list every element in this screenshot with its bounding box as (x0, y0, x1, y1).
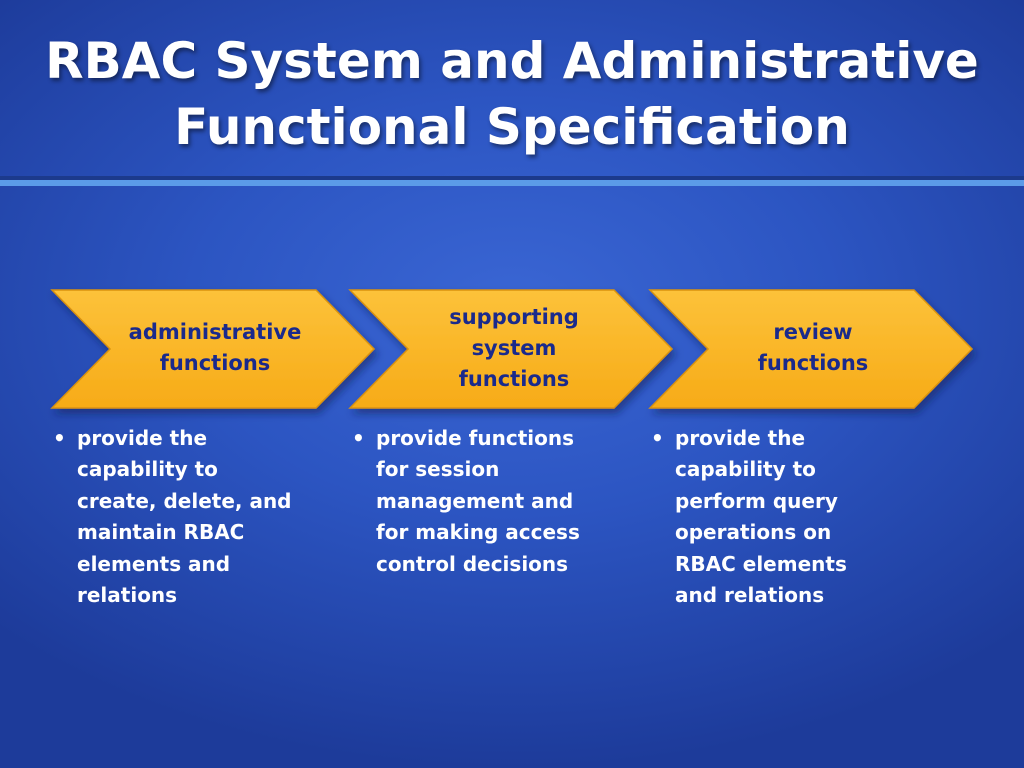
bullet-line: and relations (675, 583, 825, 608)
step-1-bullet-text: provide the capability to create, delete… (77, 423, 317, 611)
bullet-marker: • (53, 426, 66, 450)
step-2-bullet-text: provide functions for session management… (376, 423, 616, 580)
step-3-bullet-text: provide the capability to perform query … (675, 423, 915, 611)
bullet-line: perform query (675, 488, 838, 513)
bullet-line: control decisions (376, 551, 569, 576)
step-3-label-line: functions (757, 351, 869, 375)
bullet-line: create, delete, and (77, 488, 292, 513)
title-divider-light (0, 180, 1024, 186)
step-2-label: supporting system functions (414, 302, 614, 395)
bullet-line: maintain RBAC (77, 520, 245, 545)
bullet-line: operations on (675, 520, 832, 545)
title-divider-dark (0, 176, 1024, 180)
step-3-label-line: review (773, 320, 853, 344)
step-1-label: administrative functions (115, 317, 315, 379)
bullet-line: management and (376, 488, 574, 513)
bullet-line: relations (77, 583, 178, 608)
bullet-line: capability to (675, 457, 816, 482)
bullet-line: for making access (376, 520, 580, 545)
bullet-line: for session (376, 457, 500, 482)
bullet-line: provide the (675, 426, 806, 450)
bullet-line: elements and (77, 551, 231, 576)
step-2-label-line: supporting (449, 305, 579, 329)
bullet-marker: • (651, 426, 664, 450)
step-2-label-line: functions (458, 367, 570, 391)
slide-title: RBAC System and Administrative Functiona… (0, 28, 1024, 160)
step-1-label-line: administrative (128, 320, 302, 344)
bullet-line: provide functions (376, 426, 574, 450)
step-2-label-line: system (471, 336, 557, 360)
step-3-label: review functions (713, 317, 913, 379)
slide-title-line-1: RBAC System and Administrative (45, 32, 979, 90)
bullet-line: provide the (77, 426, 208, 450)
bullet-line: RBAC elements (675, 551, 847, 576)
bullet-marker: • (352, 426, 365, 450)
slide-title-line-2: Functional Specification (174, 98, 850, 156)
bullet-line: capability to (77, 457, 218, 482)
step-1-label-line: functions (159, 351, 271, 375)
